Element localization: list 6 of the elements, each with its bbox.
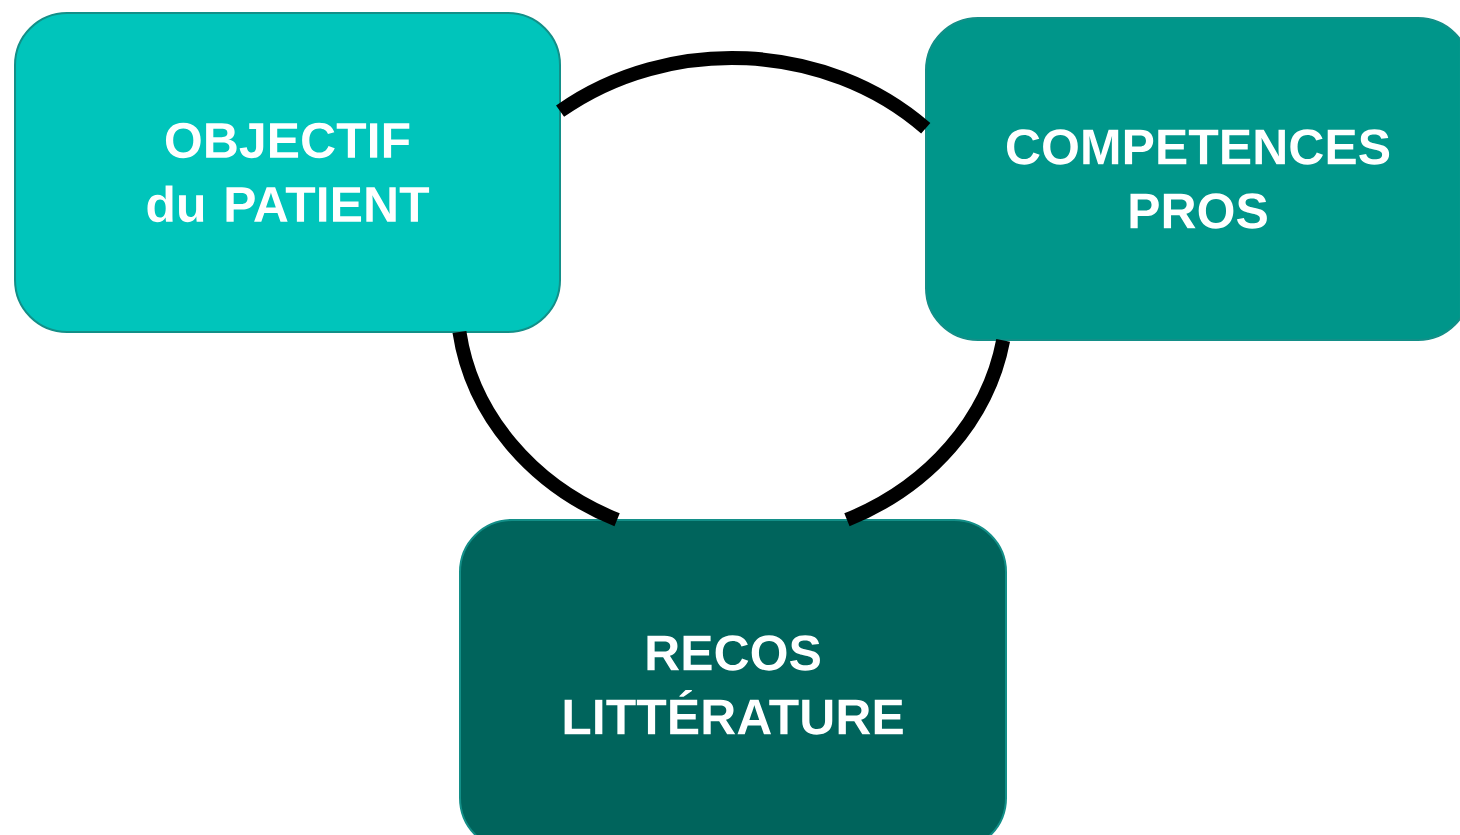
connector-arc <box>844 338 1010 527</box>
connector-arc <box>556 51 931 134</box>
connector-arc <box>452 330 620 527</box>
label-box: OBJECTIF du PATIENT <box>14 12 561 333</box>
label-box: RECOS LITTÉRATURE <box>459 519 1007 835</box>
label-box: COMPETENCES PROS <box>925 17 1460 341</box>
